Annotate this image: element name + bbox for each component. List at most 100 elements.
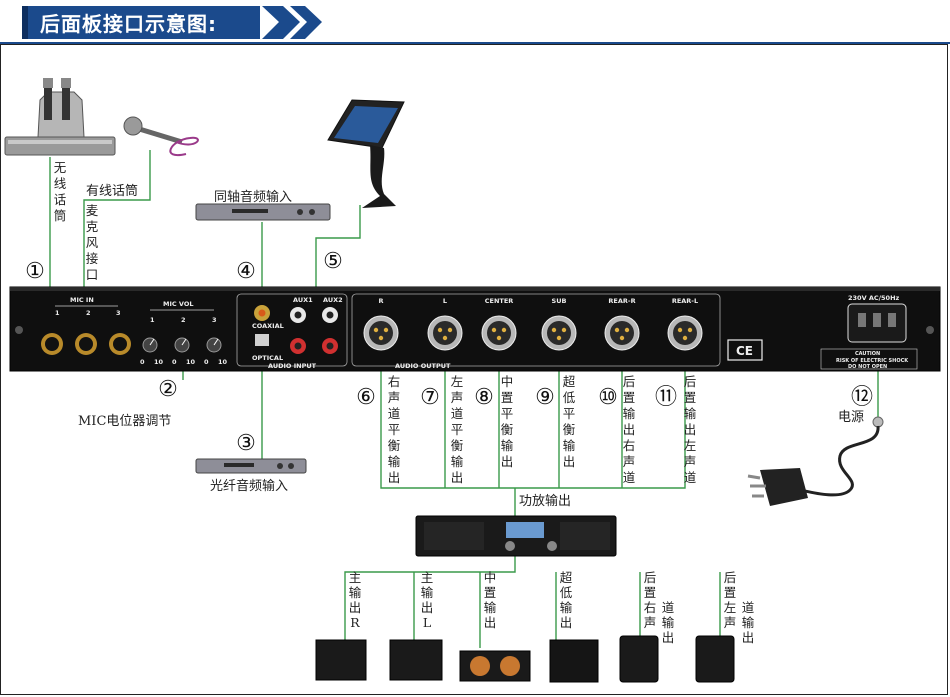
svg-text:10: 10 [218,358,228,366]
svg-text:道: 道 [684,470,697,485]
svg-text:超: 超 [563,374,576,389]
mic-jack-num-1: 1 [55,309,60,317]
svg-text:风: 风 [86,235,99,250]
callout-10: ⑩ [598,385,618,410]
svg-text:置: 置 [724,585,737,600]
svg-text:衡: 衡 [388,438,401,453]
callout-3: ③ [236,431,256,456]
callout-12: ⑫ [851,385,873,410]
svg-text:置: 置 [623,390,636,405]
mic-jack-num-2: 2 [86,309,91,317]
power-rating: 230V AC/50Hz [848,294,900,302]
xlr-output-rear-l[interactable]: REAR-L [667,297,703,351]
touch-screen-icon [327,99,405,208]
xlr-label-sub: SUB [552,297,567,305]
callout-1: ① [25,259,45,284]
svg-text:主: 主 [421,570,434,585]
svg-text:输: 输 [623,406,636,421]
aux-jacks[interactable] [290,307,338,354]
xlr-output-r[interactable]: R [363,297,399,351]
svg-text:道: 道 [742,600,755,615]
svg-text:10: 10 [154,358,164,366]
svg-text:置: 置 [484,585,497,600]
svg-text:口: 口 [86,267,99,282]
mic-jacks[interactable] [41,333,131,355]
svg-text:0: 0 [204,358,209,366]
optical-dvd-player-icon [195,458,307,474]
callout-9: ⑨ [535,385,555,410]
aux2-label: AUX2 [323,296,343,304]
svg-text:输: 输 [388,454,401,469]
svg-text:无: 无 [54,160,67,175]
svg-text:出: 出 [563,454,576,469]
svg-text:后: 后 [623,374,636,389]
xlr-label-center: CENTER [485,297,514,305]
speakers [315,635,735,683]
optical-label: OPTICAL [252,354,283,362]
svg-text:输: 输 [684,406,697,421]
mic-jack-num-3: 3 [116,309,121,317]
amp-output-label: 功放输出 [519,493,571,509]
coaxial-label: COAXIAL [252,322,284,330]
wired-mic-label: 有线话筒 [86,183,138,199]
power-plug-icon [747,416,884,506]
svg-text:出: 出 [388,470,401,485]
svg-text:出: 出 [349,600,362,615]
svg-text:左: 左 [451,374,464,389]
callout-8: ⑧ [474,385,494,410]
svg-text:声: 声 [623,454,636,469]
svg-text:输: 输 [501,438,514,453]
xlr-output-rear-r[interactable]: REAR-R [604,297,640,351]
caution-line-1: RISK OF ELECTRIC SHOCK [836,358,909,364]
svg-text:话: 话 [54,192,67,207]
xlr-label-rear-l: REAR-L [672,297,698,305]
wireless-mic-receiver-icon [4,78,116,156]
mic-vol-label: MIC VOL [163,300,194,308]
svg-text:出: 出 [484,615,497,630]
svg-text:超: 超 [560,570,573,585]
mic-in-label: MIC IN [70,296,94,304]
svg-text:平: 平 [563,406,576,421]
svg-text:麦: 麦 [86,203,99,218]
svg-text:低: 低 [563,390,576,405]
ce-mark: CE [736,344,753,358]
svg-text:后: 后 [724,570,737,585]
svg-text:置: 置 [644,585,657,600]
svg-text:声: 声 [684,454,697,469]
svg-text:输: 输 [662,615,675,630]
svg-text:接: 接 [86,251,99,266]
mic-vol-knobs[interactable] [142,337,222,353]
svg-text:出: 出 [501,454,514,469]
svg-text:声: 声 [724,615,737,630]
svg-text:衡: 衡 [451,438,464,453]
svg-text:右: 右 [623,438,636,453]
coaxial-jack[interactable] [254,305,270,321]
svg-text:主: 主 [349,570,362,585]
svg-text:出: 出 [560,615,573,630]
xlr-output-sub[interactable]: SUB [541,297,577,351]
caution-line-2: DO NOT OPEN [848,364,887,370]
svg-text:输: 输 [563,438,576,453]
svg-text:出: 出 [623,422,636,437]
svg-text:筒: 筒 [54,208,67,223]
header: 后面板接口示意图: [0,0,950,46]
svg-text:道: 道 [662,600,675,615]
svg-text:置: 置 [501,390,514,405]
coaxial-dvd-player-icon [195,203,331,221]
xlr-output-l[interactable]: L [427,297,463,351]
mic-pot-label: MIC电位器调节 [78,414,171,429]
svg-text:0: 0 [172,358,177,366]
svg-text:声: 声 [644,615,657,630]
svg-text:0: 0 [140,358,145,366]
svg-text:左: 左 [724,600,737,615]
optical-jack[interactable] [255,334,269,346]
xlr-output-center[interactable]: CENTER [481,297,517,351]
